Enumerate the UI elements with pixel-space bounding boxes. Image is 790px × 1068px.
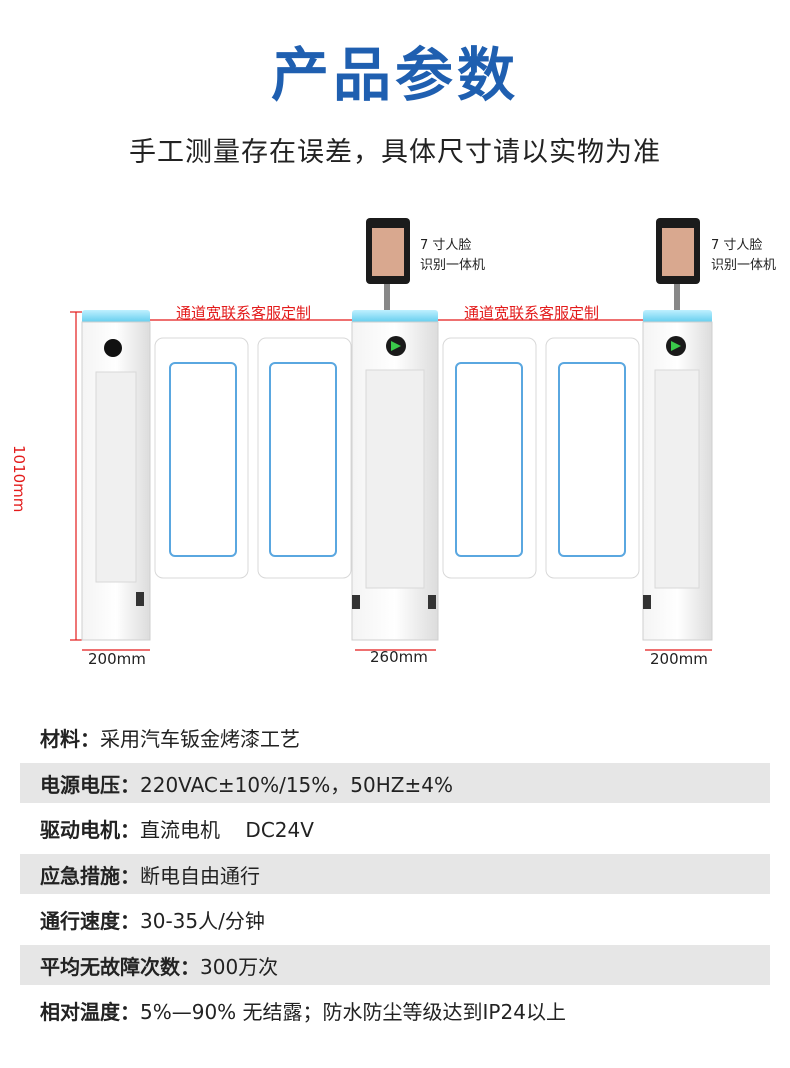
right-flap-panels bbox=[442, 337, 640, 579]
spec-row-humidity: 相对温度： 5%—90% 无结露；防水防尘等级达到IP24以上 bbox=[20, 985, 770, 1036]
dimension-lines bbox=[70, 311, 712, 651]
spec-row-mtbf: 平均无故障次数： 300万次 bbox=[20, 945, 770, 985]
left-flap-panels bbox=[154, 337, 352, 579]
spec-value: 断电自由通行 bbox=[140, 863, 260, 888]
device-label-left-line1: 7 寸人脸 bbox=[420, 238, 472, 253]
spec-key: 通行速度： bbox=[40, 909, 140, 933]
width-right-label: 200mm bbox=[650, 650, 708, 668]
sensor-icon bbox=[104, 339, 122, 357]
channel-note-right: 通道宽联系客服定制 bbox=[464, 304, 600, 322]
spec-key: 电源电压： bbox=[40, 772, 140, 797]
spec-value: 采用汽车钣金烤漆工艺 bbox=[100, 727, 300, 751]
spec-row-speed: 通行速度： 30-35人/分钟 bbox=[20, 894, 770, 945]
width-left-label: 200mm bbox=[88, 650, 146, 668]
spec-row-emergency: 应急措施： 断电自由通行 bbox=[20, 854, 770, 894]
spec-key: 驱动电机： bbox=[40, 818, 140, 842]
width-mid-label: 260mm bbox=[370, 648, 428, 666]
device-label-right-line1: 7 寸人脸 bbox=[711, 238, 763, 253]
middle-cabinet bbox=[351, 218, 439, 641]
device-label-right-line2: 识别一体机 bbox=[711, 258, 777, 273]
product-dimension-figure: 7 寸人脸 识别一体机 7 寸人脸 识别一体机 通道宽联系客服定制 通道宽联系客… bbox=[0, 200, 790, 680]
spec-value: 直流电机 DC24V bbox=[140, 818, 314, 842]
spec-row-motor: 驱动电机： 直流电机 DC24V bbox=[20, 803, 770, 854]
page-subtitle: 手工测量存在误差，具体尺寸请以实物为准 bbox=[129, 137, 661, 168]
spec-value: 220VAC±10%/15%，50HZ±4% bbox=[140, 772, 453, 797]
spec-value: 30-35人/分钟 bbox=[140, 909, 265, 933]
spec-value: 300万次 bbox=[200, 954, 279, 979]
spec-row-material: 材料： 采用汽车钣金烤漆工艺 bbox=[20, 712, 770, 763]
spec-row-voltage: 电源电压： 220VAC±10%/15%，50HZ±4% bbox=[20, 763, 770, 803]
spec-table: 材料： 采用汽车钣金烤漆工艺 电源电压： 220VAC±10%/15%，50HZ… bbox=[20, 712, 770, 1036]
right-cabinet bbox=[642, 218, 713, 641]
spec-key: 相对温度： bbox=[40, 1000, 140, 1024]
turnstile-drawing bbox=[70, 218, 713, 651]
spec-key: 材料： bbox=[40, 727, 100, 751]
height-dimension-label: 1010mm bbox=[10, 445, 28, 513]
spec-key: 平均无故障次数： bbox=[40, 954, 200, 979]
channel-note-left: 通道宽联系客服定制 bbox=[176, 304, 312, 322]
page-title: 产品参数 bbox=[270, 41, 519, 109]
device-label-left-line2: 识别一体机 bbox=[420, 258, 486, 273]
left-cabinet bbox=[81, 310, 151, 641]
spec-value: 5%—90% 无结露；防水防尘等级达到IP24以上 bbox=[140, 1000, 566, 1024]
spec-key: 应急措施： bbox=[40, 863, 140, 888]
